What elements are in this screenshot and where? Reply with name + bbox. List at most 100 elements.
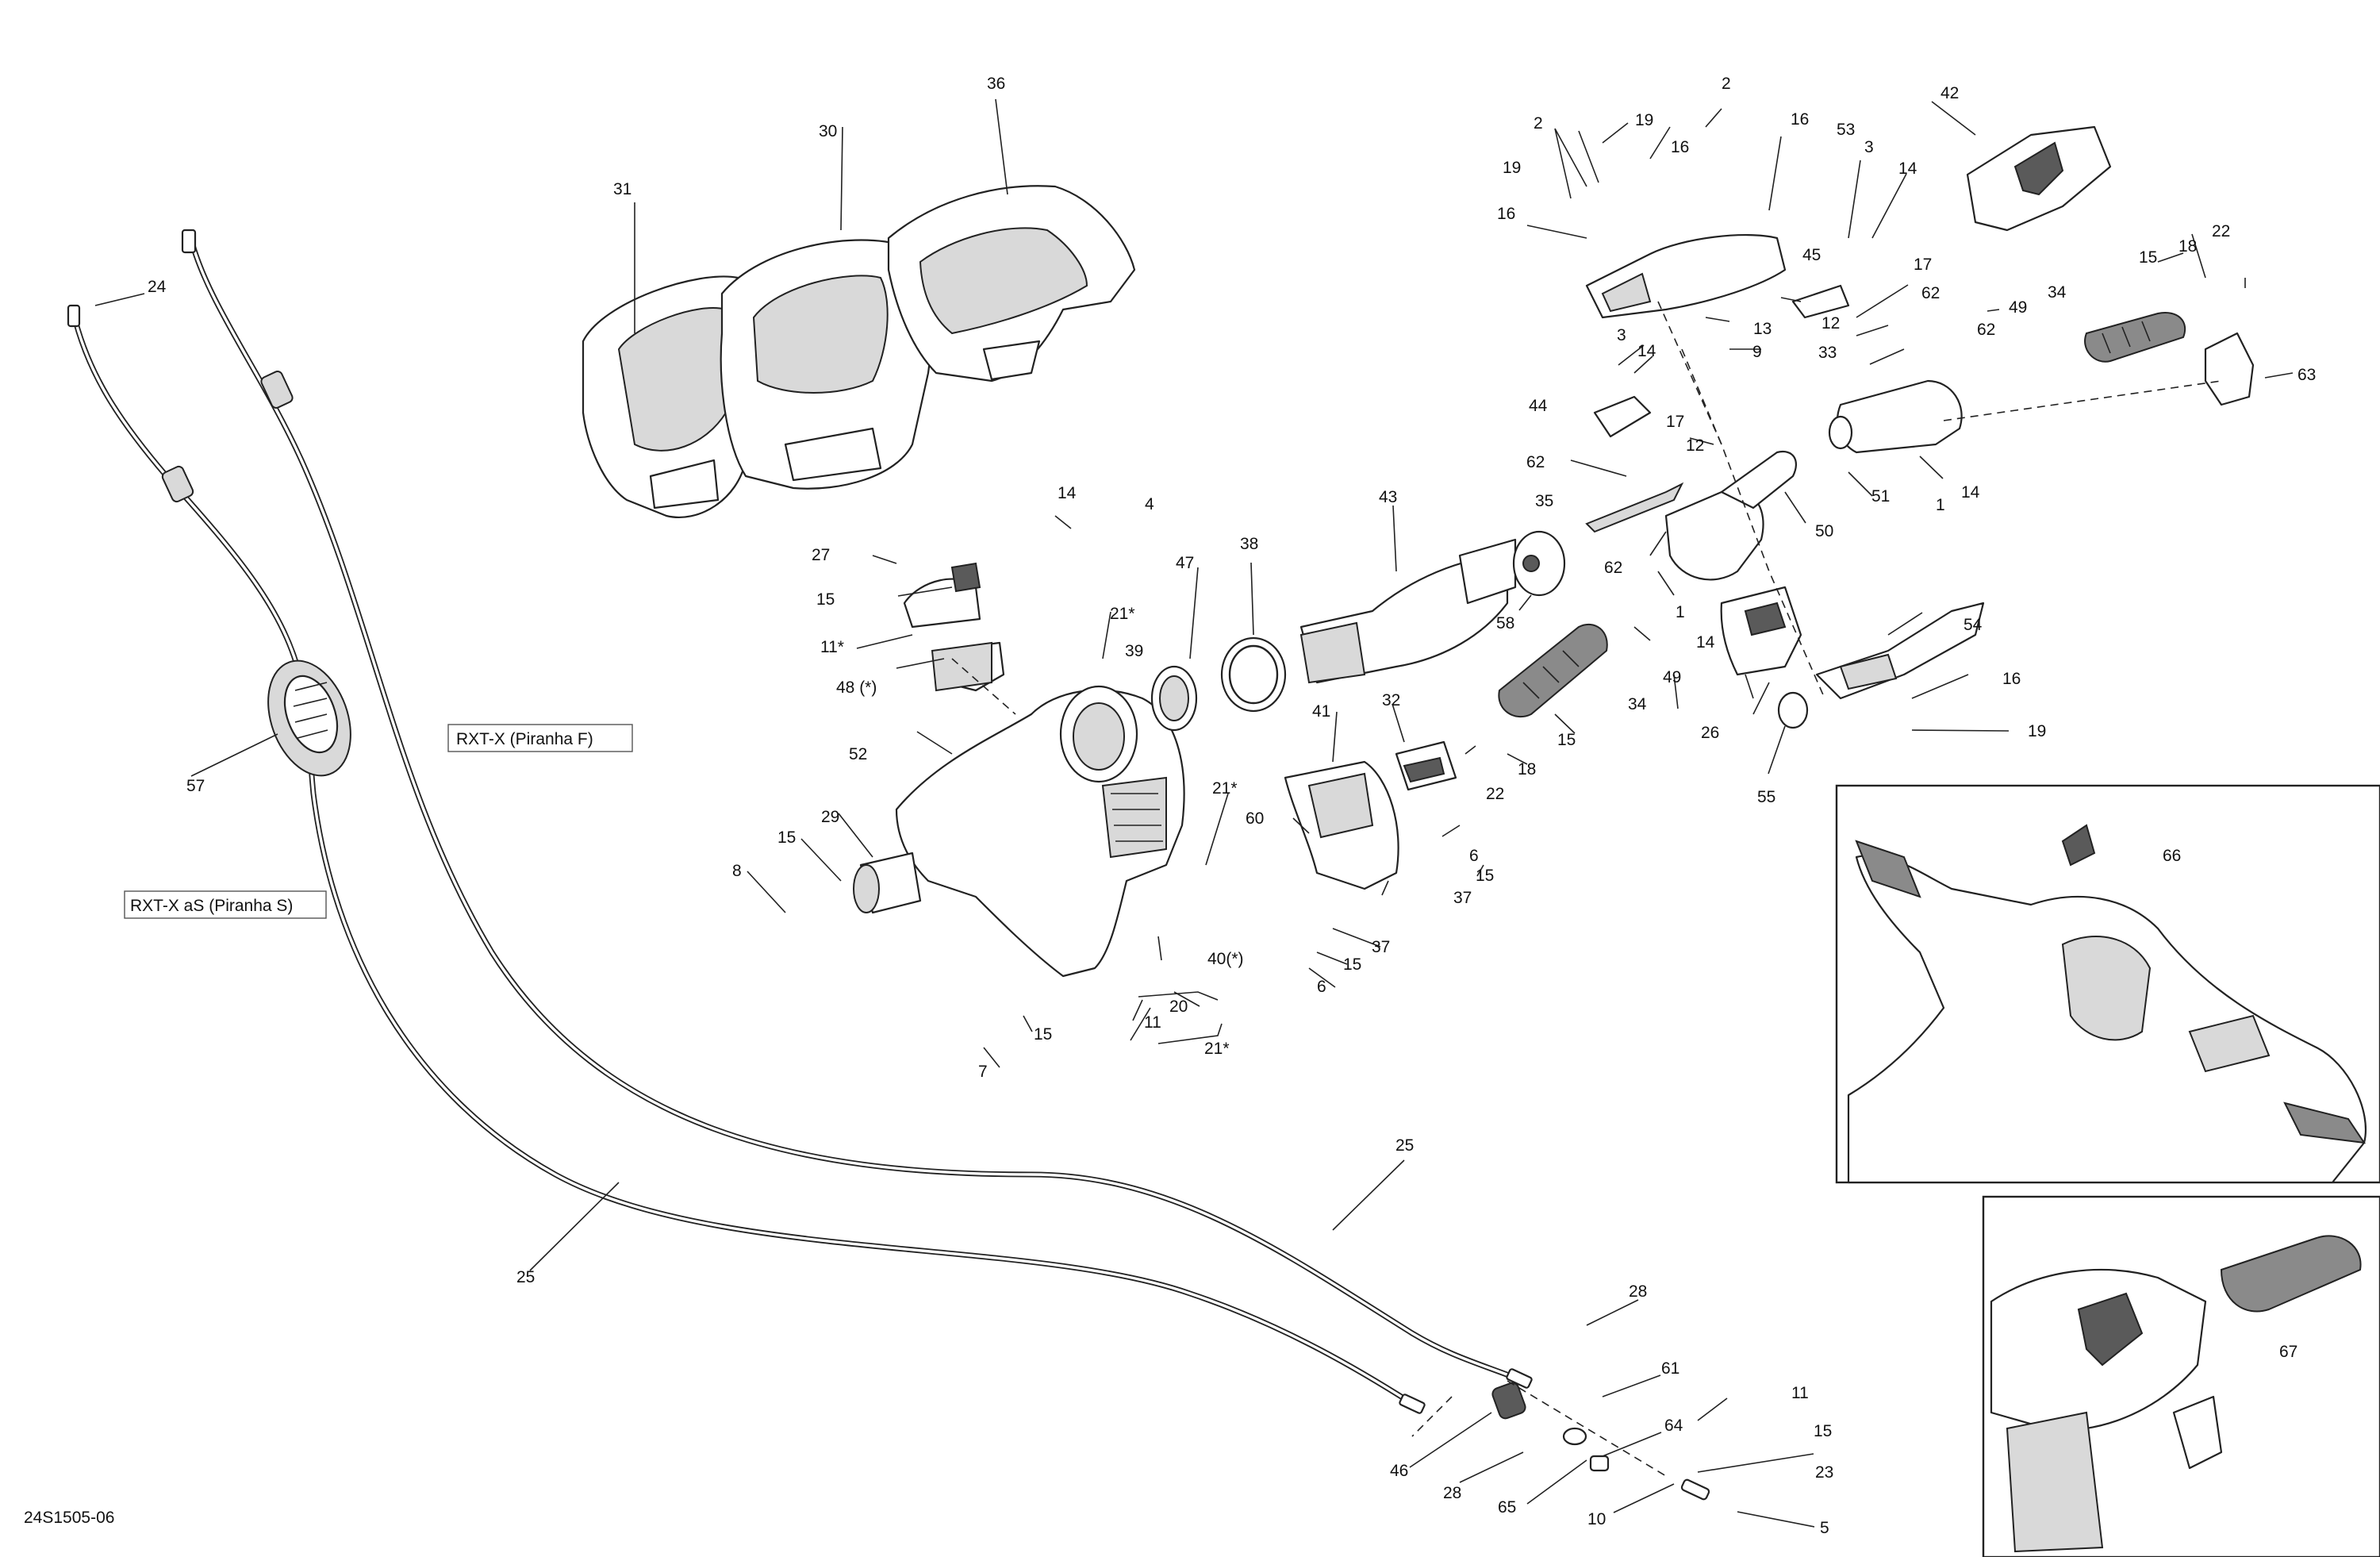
callout-label: 11	[1144, 1013, 1161, 1032]
callout-label: 42	[1940, 84, 1959, 102]
control-module-41	[1284, 760, 1399, 890]
callout-label: 16	[1497, 205, 1515, 223]
callout-label: 22	[1486, 785, 1504, 803]
assembly-axes	[951, 301, 2222, 1477]
fitting-61	[1562, 1427, 1587, 1446]
callout-label: 21*	[1212, 779, 1238, 798]
callout-label: 57	[186, 777, 205, 795]
lever-35	[1585, 482, 1684, 533]
callout-label: 41	[1312, 702, 1330, 721]
callout-label: 21*	[1204, 1040, 1230, 1058]
callout-label: 44	[1529, 397, 1548, 415]
drawing-number: 24S1505-06	[24, 1509, 114, 1527]
callout-label: 15	[2139, 248, 2157, 267]
cable-end-fittings	[67, 229, 1533, 1414]
callout-label: 14	[1961, 483, 1980, 502]
callout-label: 66	[2163, 847, 2181, 865]
callout-label: 37	[1453, 889, 1472, 907]
switch-58	[1512, 530, 1566, 597]
fitting-64	[1589, 1455, 1610, 1472]
detail-inset-top	[1835, 784, 2380, 1184]
lever-45	[1791, 284, 1850, 319]
callout-label: 15	[1343, 955, 1361, 974]
callout-label: 49	[1663, 668, 1681, 686]
hood-30	[720, 239, 932, 490]
callout-label: 62	[1921, 284, 1940, 302]
callout-label: 37	[1372, 938, 1390, 956]
callout-label: 25	[516, 1268, 535, 1286]
variant-label-rxt-x-text: RXT-X (Piranha F)	[456, 730, 593, 748]
right-housing-51	[1828, 379, 1963, 454]
callout-label: 2	[1534, 114, 1543, 133]
callout-label: 50	[1815, 522, 1833, 540]
callout-label: 19	[1635, 111, 1653, 129]
callout-label: 53	[1837, 121, 1855, 139]
variant-label-rxt-x-as-text: RXT-X aS (Piranha S)	[130, 897, 293, 915]
callout-label: 34	[2048, 283, 2067, 302]
cover-26	[1720, 586, 1802, 676]
callout-label: 60	[1246, 809, 1264, 828]
callout-label: 14	[1637, 342, 1656, 360]
callout-label: 62	[1604, 559, 1622, 577]
cable-assembly-24	[70, 310, 1422, 1411]
callout-label: 32	[1382, 691, 1400, 709]
callout-label: 12	[1821, 314, 1840, 333]
lever-44	[1593, 395, 1652, 438]
callout-label: 51	[1871, 487, 1890, 506]
callout-label: 38	[1240, 535, 1258, 553]
callout-label: 52	[849, 745, 867, 763]
callout-label: 22	[2212, 222, 2230, 240]
callout-label: 21*	[1110, 605, 1135, 623]
callout-label: 12	[1686, 436, 1704, 455]
lever-assy-54	[1815, 602, 1985, 700]
callout-label: 64	[1664, 1417, 1683, 1435]
callout-label: 23	[1815, 1463, 1833, 1482]
callout-label: 40(*)	[1207, 950, 1244, 968]
end-cap-63	[2204, 332, 2255, 406]
callout-label: 55	[1757, 788, 1775, 806]
bearing-29	[853, 852, 922, 914]
callout-label: 15	[1034, 1025, 1052, 1044]
callout-label: 63	[2297, 366, 2316, 384]
callout-label: 46	[1390, 1462, 1408, 1480]
fitting-23	[1680, 1478, 1710, 1501]
callout-leaders	[94, 98, 2309, 1528]
callout-label: 67	[2279, 1343, 2297, 1361]
grip-34-right	[2084, 312, 2186, 363]
callout-label: 27	[812, 546, 830, 564]
callout-label: 16	[1791, 110, 1809, 129]
callout-label: 6	[1317, 978, 1326, 996]
variant-label-rxt-x: RXT-X (Piranha F)	[447, 724, 633, 752]
housing-53	[1585, 234, 1787, 319]
callout-label: 14	[1696, 633, 1715, 652]
callout-label: 18	[1518, 760, 1536, 778]
grip-34-left	[1498, 623, 1608, 718]
callout-label: 9	[1752, 343, 1762, 361]
callout-label: 15	[777, 828, 796, 847]
callout-label: 11	[1791, 1384, 1809, 1402]
cable-junction-57	[267, 659, 351, 777]
callout-label: 30	[819, 122, 837, 140]
callout-label: 2	[1722, 75, 1731, 93]
callout-label: 43	[1379, 488, 1397, 506]
callout-label: 65	[1498, 1498, 1516, 1517]
callout-label: 18	[2178, 237, 2197, 256]
ring-47	[1150, 665, 1198, 732]
callout-label: 25	[1395, 1136, 1414, 1155]
steering-housing-52	[895, 641, 1185, 978]
callout-label: 16	[1671, 138, 1689, 156]
ring-38	[1220, 636, 1287, 713]
callout-label: 14	[1898, 160, 1917, 178]
callout-label: 14	[1058, 484, 1077, 502]
fitting-46	[1491, 1382, 1526, 1420]
callout-label: 13	[1753, 320, 1772, 338]
callout-label: 4	[1145, 495, 1154, 513]
callout-label: 3	[1617, 326, 1626, 344]
callout-label: 20	[1169, 998, 1188, 1016]
callout-label: 31	[613, 180, 631, 198]
callout-label: 62	[1526, 453, 1545, 471]
throttle-housing-50	[1664, 450, 1798, 581]
callout-label: 1	[1676, 603, 1685, 621]
callout-label: 24	[148, 278, 167, 296]
